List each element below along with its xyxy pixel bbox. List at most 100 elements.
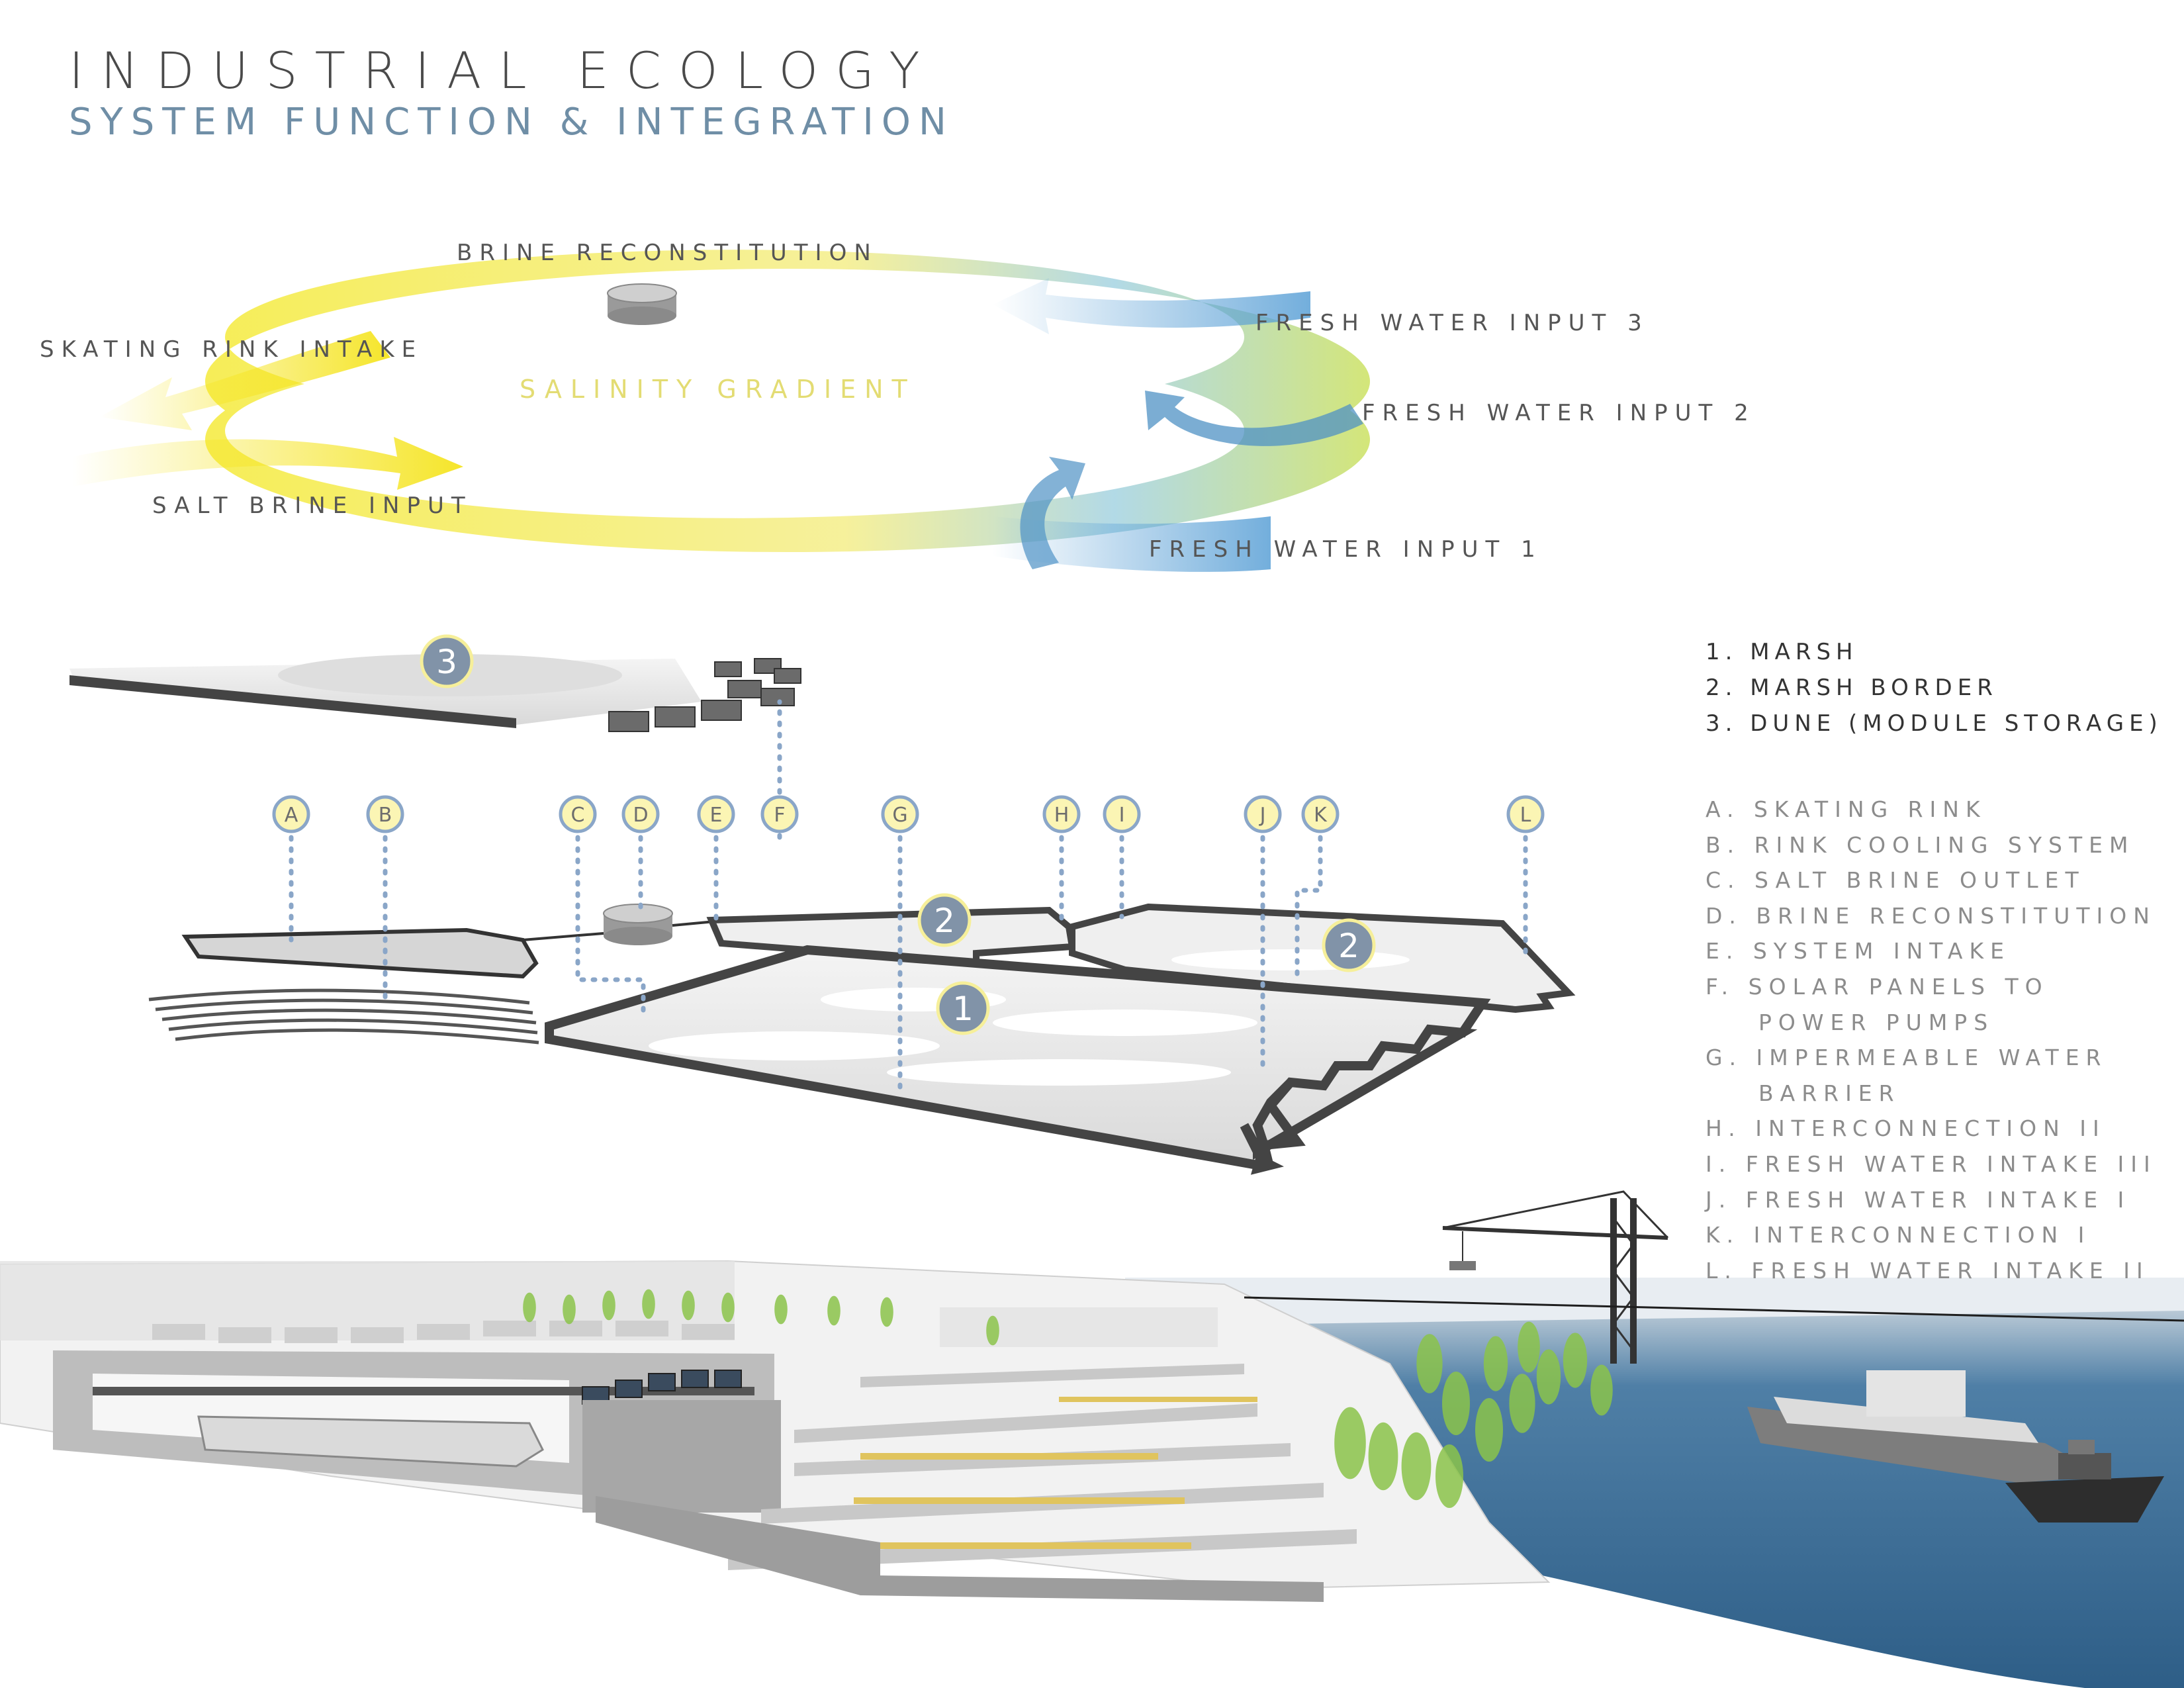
- component-marker-circle: [1244, 795, 1282, 833]
- component-marker-letter: A: [285, 804, 298, 827]
- component-legend-item: L. FRESH WATER INTAKE II: [1706, 1257, 2150, 1284]
- plan-brine-tank-icon: [603, 904, 673, 945]
- tree: [1483, 1336, 1508, 1391]
- svg-text:2: 2: [1338, 927, 1359, 965]
- component-marker-circle: [1042, 795, 1081, 833]
- tree: [827, 1295, 841, 1326]
- component-legend-item: K. INTERCONNECTION I: [1706, 1222, 2091, 1248]
- site-section: [0, 1190, 2184, 1688]
- fresh-water-input-1-label: FRESH WATER INPUT 1: [1149, 536, 1543, 563]
- marsh-border-left: [706, 906, 1076, 967]
- component-legend-item: C. SALT BRINE OUTLET: [1706, 867, 2085, 894]
- marsh-main: [545, 945, 1491, 1175]
- stepped-base: [596, 1496, 1324, 1602]
- fresh-water-input-3-label: FRESH WATER INPUT 3: [1255, 310, 1649, 336]
- component-marker-letter: F: [774, 804, 785, 827]
- tree: [1509, 1374, 1535, 1433]
- component-marker-d: D: [621, 795, 660, 833]
- zone-marker-1: 1: [936, 981, 990, 1035]
- skating-rink-intake-label: SKATING RINK INTAKE: [40, 336, 424, 363]
- boat: [2005, 1440, 2164, 1523]
- component-marker-letter: H: [1054, 804, 1069, 827]
- tree: [1368, 1422, 1398, 1491]
- tree: [774, 1294, 788, 1325]
- component-marker-a: A: [272, 795, 310, 833]
- dune-plane-edge: [69, 675, 516, 728]
- tree: [1518, 1321, 1540, 1373]
- solar-panels: [608, 658, 801, 732]
- tree: [563, 1294, 576, 1325]
- component-marker-circle: [621, 795, 660, 833]
- component-marker-circle: [1103, 795, 1141, 833]
- zone-legend-item: 2. MARSH BORDER: [1706, 675, 1998, 701]
- tree: [1590, 1364, 1613, 1416]
- tree: [880, 1297, 893, 1327]
- component-marker-letter: I: [1119, 804, 1125, 827]
- component-marker-c: C: [559, 795, 597, 833]
- brine-tank-icon: [607, 283, 677, 325]
- tree: [1401, 1432, 1432, 1501]
- roof-modules: [152, 1321, 735, 1343]
- tree: [602, 1290, 615, 1321]
- component-marker-letter: L: [1520, 804, 1531, 827]
- back-building-2: [940, 1307, 1218, 1347]
- brine-channels: [854, 1397, 1257, 1549]
- trees: [523, 1289, 1613, 1508]
- component-legend-item: D. BRINE RECONSTITUTION: [1706, 902, 2156, 929]
- fresh-water-input-2-label: FRESH WATER INPUT 2: [1362, 400, 1756, 426]
- component-marker-i: I: [1103, 795, 1141, 833]
- component-marker-letter: C: [571, 804, 585, 827]
- component-marker-letter: E: [710, 804, 723, 827]
- zone-marker-3: 3: [420, 634, 474, 688]
- component-marker-l: L: [1506, 795, 1545, 833]
- tree: [682, 1290, 695, 1321]
- component-marker-circle: [272, 795, 310, 833]
- tree: [523, 1292, 536, 1323]
- zone-marker-2-right: 2: [1322, 918, 1376, 972]
- connector-pipe: [522, 920, 715, 941]
- zone-marker-2-left: 2: [917, 893, 972, 947]
- component-marker-j: J: [1244, 795, 1282, 833]
- rink-building-section: [53, 1350, 781, 1513]
- tree: [1475, 1398, 1503, 1462]
- component-marker-circle: [1506, 795, 1545, 833]
- tree: [1334, 1407, 1366, 1479]
- component-marker-k: K: [1301, 795, 1340, 833]
- tree: [1435, 1444, 1463, 1508]
- zone-legend-item: 1. MARSH: [1706, 639, 1858, 665]
- component-legend-item: POWER PUMPS: [1758, 1009, 1995, 1035]
- svg-text:1: 1: [952, 990, 974, 1028]
- tree: [1563, 1333, 1588, 1388]
- component-marker-circle: [697, 795, 735, 833]
- fresh-water-input-2-arrow: [1145, 391, 1363, 446]
- component-legend-item: G. IMPERMEABLE WATER: [1706, 1045, 2108, 1071]
- component-legend-item: I. FRESH WATER INTAKE III: [1706, 1150, 2157, 1177]
- tree: [721, 1292, 735, 1323]
- component-legend-item: E. SYSTEM INTAKE: [1706, 938, 2011, 964]
- tree: [986, 1315, 999, 1346]
- page-subtitle: SYSTEM FUNCTION & INTEGRATION: [69, 101, 954, 144]
- component-marker-b: B: [366, 795, 404, 833]
- component-marker-letter: J: [1259, 804, 1266, 827]
- component-marker-letter: B: [379, 804, 392, 827]
- component-marker-letter: D: [633, 804, 648, 827]
- tree: [642, 1289, 655, 1319]
- svg-text:2: 2: [934, 902, 955, 940]
- skating-rink-intake-arrow: [99, 331, 390, 430]
- tree: [1536, 1349, 1561, 1405]
- zone-legend-item: 3. DUNE (MODULE STORAGE): [1706, 710, 2163, 737]
- component-marker-circle: [1301, 795, 1340, 833]
- rink-cooling-coils: [148, 988, 539, 1045]
- component-marker-circle: [559, 795, 597, 833]
- fresh-water-input-1-wash: [993, 516, 1271, 572]
- horizon-line: [1244, 1296, 2184, 1322]
- component-marker-f: F: [760, 795, 799, 833]
- salinity-cycle: [73, 250, 1371, 572]
- component-legend-item: A. SKATING RINK: [1706, 796, 1987, 822]
- component-marker-circle: [366, 795, 404, 833]
- tree: [1416, 1334, 1443, 1393]
- component-legend-item: BARRIER: [1758, 1080, 1901, 1106]
